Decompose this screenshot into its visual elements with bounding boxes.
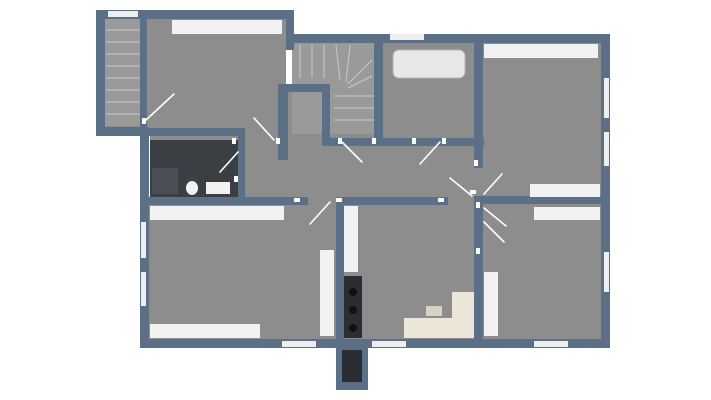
stair-treads-left	[106, 29, 140, 115]
wall-corridor-bottom-left	[140, 197, 308, 205]
stair-tread	[335, 44, 341, 81]
window	[390, 34, 424, 40]
kitchen-counter	[404, 292, 474, 338]
stove-burner	[349, 288, 357, 296]
wall-bottom-middle-left	[336, 197, 344, 347]
door-jamb	[476, 202, 480, 208]
door-jamb	[234, 176, 238, 182]
door-swing	[483, 207, 507, 227]
stair-treads-center	[299, 44, 374, 121]
door-swing	[449, 177, 473, 197]
door-swing	[309, 201, 331, 225]
door-swing	[145, 93, 175, 121]
door-jamb	[142, 118, 146, 124]
door-swing	[483, 173, 503, 195]
wall-stair-left-divider	[140, 18, 147, 128]
window	[141, 222, 146, 258]
walls	[96, 10, 610, 390]
door-swing	[253, 117, 275, 141]
stair-tread	[345, 44, 351, 83]
door-jamb	[442, 138, 446, 144]
wardrobe-top-left	[172, 20, 282, 34]
window	[604, 78, 609, 118]
wall-outer-top-left-room-right	[286, 10, 294, 50]
bath-shower	[152, 168, 178, 194]
door-jamb	[336, 198, 342, 202]
cabinet-right-bottom-side	[484, 272, 498, 336]
door-jamb	[294, 198, 300, 202]
wall-step-left	[96, 127, 148, 136]
wall-stair-center-left-top	[286, 84, 328, 92]
wardrobe-right-bottom	[534, 207, 600, 220]
door-jamb	[372, 138, 376, 144]
wall-stair-center-bottom	[322, 138, 380, 146]
stove-burner	[349, 306, 357, 314]
door-jamb	[412, 138, 416, 144]
wall-right-rooms-left	[474, 42, 483, 168]
windows	[108, 11, 609, 347]
appendix-interior	[342, 350, 362, 382]
window	[372, 341, 406, 347]
door-jamb	[232, 138, 236, 144]
wardrobe-right-middle	[530, 184, 600, 197]
wall-right-rooms-divider	[474, 196, 602, 204]
door-swings	[145, 93, 507, 243]
toilet	[186, 181, 198, 195]
window	[534, 341, 568, 347]
door-jamb	[476, 248, 480, 254]
wall-corridor-bottom-middle	[336, 197, 448, 205]
wall-outer-right	[601, 34, 610, 348]
door-swing	[219, 151, 239, 173]
stove-burner	[349, 324, 357, 332]
door-swing	[419, 141, 441, 165]
door-swing	[341, 141, 363, 163]
window	[108, 11, 138, 17]
wardrobe-bottom-left-top	[150, 206, 284, 220]
wall-stair-center-right	[374, 42, 383, 146]
wall-bath-right	[238, 132, 245, 202]
cabinet-bottom-middle	[344, 206, 358, 272]
wall-utility-bottom	[374, 138, 484, 146]
boiler-tank	[392, 49, 466, 79]
door-jamb	[338, 138, 342, 144]
stair-tread	[347, 59, 373, 85]
wall-outer-left-upper	[96, 10, 105, 135]
door-jamb	[438, 198, 444, 202]
door-swing	[483, 221, 505, 243]
window	[604, 132, 609, 166]
wall-outer-top-left	[96, 10, 292, 19]
wardrobe-right-top	[484, 44, 598, 58]
door-jamb	[474, 160, 478, 166]
floor-room-bottom-left	[148, 205, 340, 340]
window	[604, 252, 609, 292]
floor-stair-left	[104, 18, 142, 126]
bath-sink	[206, 182, 230, 194]
fixtures	[150, 20, 600, 382]
cabinet-bottom-left-side	[320, 250, 334, 336]
door-jamb	[276, 138, 280, 144]
door-jamb	[470, 190, 476, 194]
stair-tread	[347, 75, 373, 89]
wardrobe-bottom-left-bottom	[150, 324, 260, 338]
wall-stair-center-inner	[322, 84, 330, 146]
door-frames	[142, 118, 480, 254]
wall-stair-center-left	[278, 84, 288, 160]
wall-right-rooms-left-lower	[474, 196, 483, 346]
window	[282, 341, 316, 347]
wall-outer-top-middle	[286, 34, 610, 43]
window	[141, 272, 146, 306]
kitchen-sink	[426, 306, 442, 316]
wall-top-left-room-bottom	[140, 128, 245, 136]
